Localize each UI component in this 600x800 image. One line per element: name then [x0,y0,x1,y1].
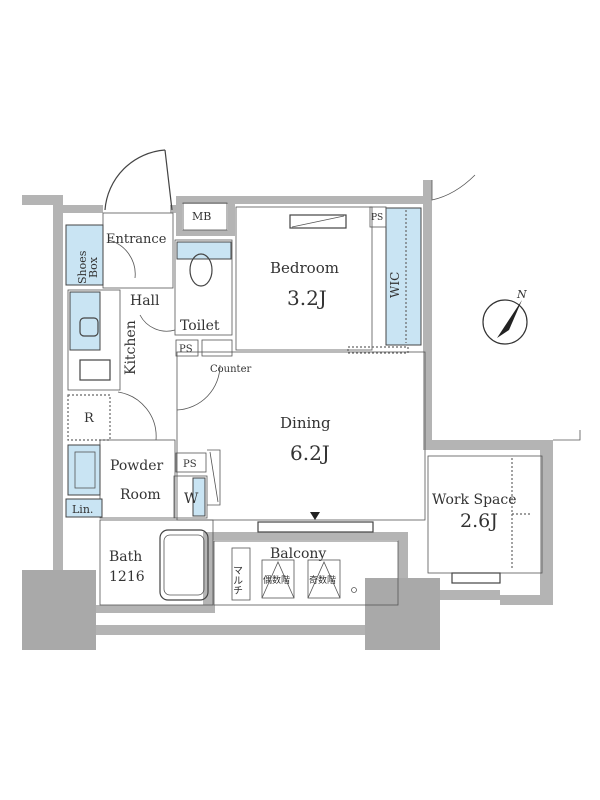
bath-size: 1216 [109,569,145,585]
entrance-area [102,212,174,289]
bedroom [235,206,373,351]
washer-label: W [184,491,199,507]
entry-marker-icon [310,512,320,520]
compass: N [482,288,528,345]
bathroom [99,519,214,606]
refrigerator-label: R [84,411,95,426]
dining-room [176,351,426,521]
hall-label: Hall [130,293,160,309]
sink-icon [79,317,99,337]
dining-size: 6.2J [290,441,330,465]
powder-room [99,439,176,519]
bath-label: Bath [109,549,142,565]
shoes-box [65,224,104,286]
odd-floor-label: 奇数階 [309,574,336,586]
counter-label: Counter [210,364,251,375]
walk-in-closet [385,207,422,346]
bathtub-icon [159,529,209,601]
compass-ring-icon [482,299,528,345]
balcony [213,540,399,606]
work-space-label: Work Space [432,492,517,508]
mb-label: MB [192,210,211,223]
toilet-room [174,239,233,336]
bedroom-label: Bedroom [270,259,339,277]
walls [22,180,553,650]
refrigerator-space [67,394,111,441]
meter-box [182,202,228,231]
even-floor-label: 偶数階 [263,574,290,586]
stove-icon [79,359,111,381]
entrance-door[interactable] [104,149,173,211]
toilet-bowl-icon [189,253,213,287]
linen-closet [65,498,103,518]
entrance-label: Entrance [106,232,167,247]
kitchen-counter [67,289,121,391]
multi-label: マルチ [231,565,243,595]
window-icon [289,214,347,229]
ps-powder-label: PS [183,459,197,470]
linen-label: Lin. [72,503,93,516]
ps-toilet-label: PS [179,344,193,355]
north-arrow-icon [497,300,522,338]
ps-bedroom-label: PS [371,213,383,223]
sliding-window[interactable] [257,521,374,533]
compass-label: N [516,288,527,301]
balcony-label: Balcony [270,546,326,562]
shoes-box-label-1: Shoes [76,250,89,284]
work-space-size: 2.6J [460,510,498,532]
toilet-label: Toilet [180,318,220,334]
wic-label: WIC [388,272,402,298]
shoes-box-label-2: Box [87,256,100,278]
washer-space [173,475,208,519]
dining-label: Dining [280,414,331,432]
evacuation-hatch-even [261,559,295,599]
powder-room-label-2: Room [120,487,161,503]
powder-room-label-1: Powder [110,458,164,474]
evacuation-hatch-odd [307,559,341,599]
bedroom-size: 3.2J [287,286,327,310]
kitchen-label: Kitchen [123,320,139,375]
work-space-window[interactable] [451,572,501,584]
